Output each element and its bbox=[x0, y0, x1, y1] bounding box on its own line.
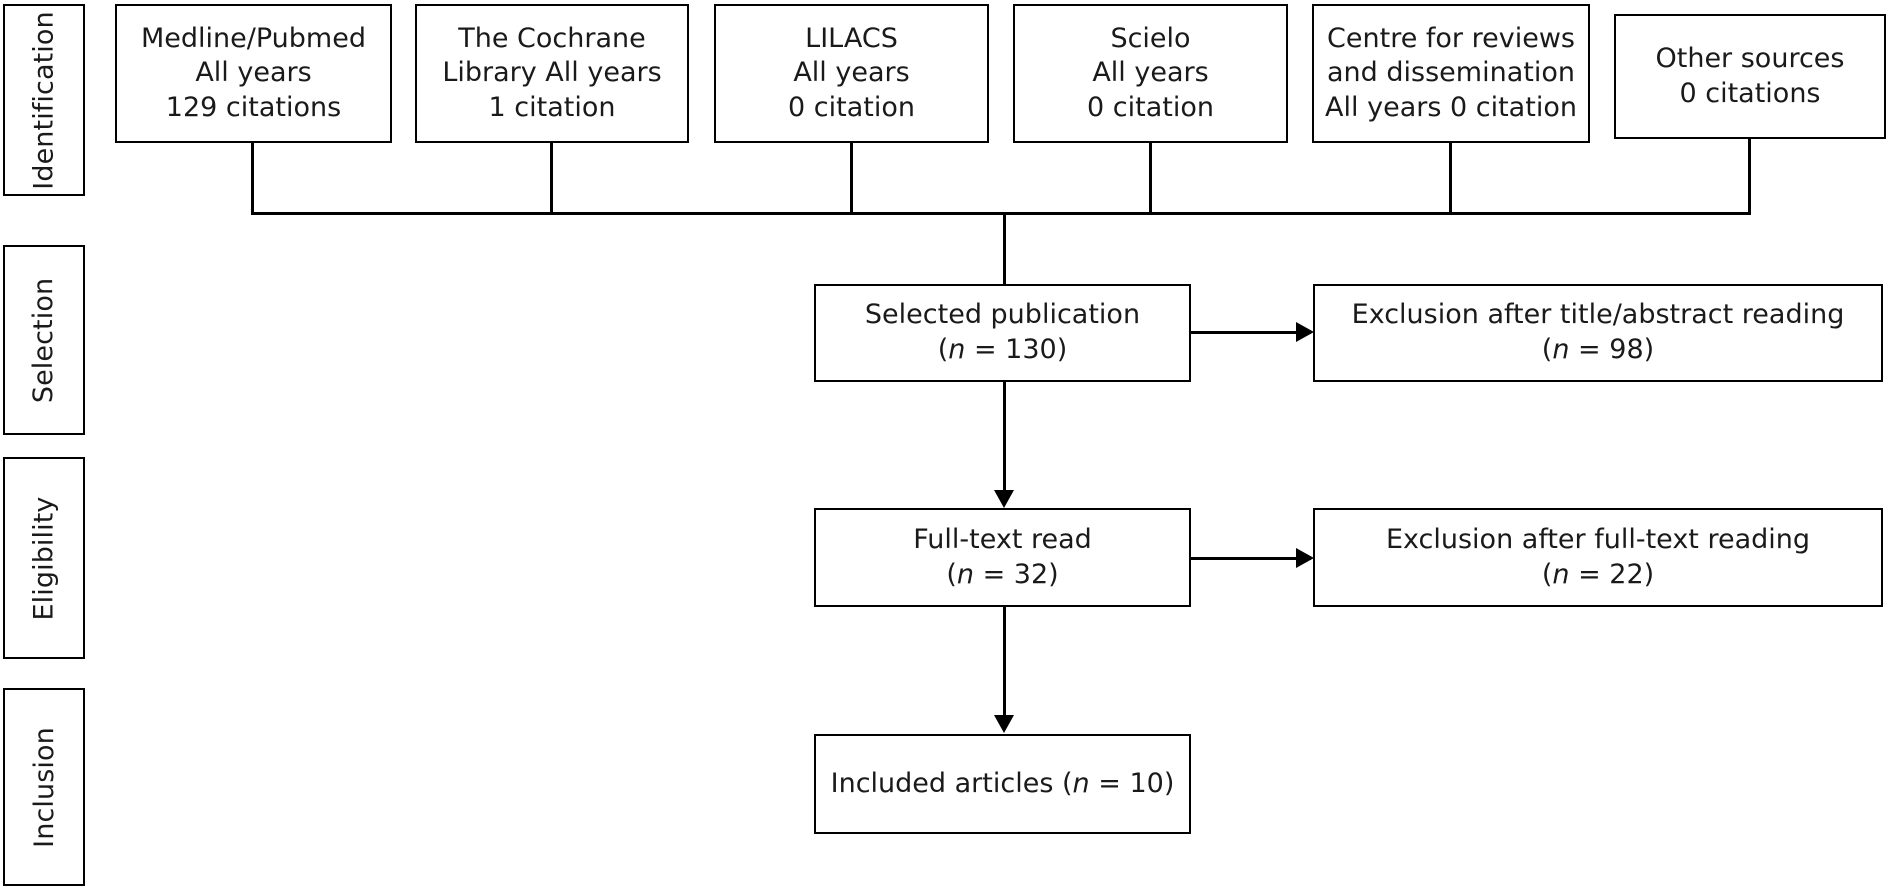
stage-label-eligibility: Eligibility bbox=[28, 495, 60, 621]
node-selected-publication: Selected publication(n = 130) bbox=[814, 284, 1191, 382]
n-symbol: n bbox=[948, 334, 966, 365]
n-symbol: n bbox=[1072, 767, 1090, 799]
connector-drop-cochrane bbox=[550, 143, 553, 214]
connector-selected-to-exclusion-title bbox=[1191, 331, 1311, 334]
connector-bus-identification bbox=[251, 212, 1751, 215]
node-exclusion-title-abstract: Exclusion after title/abstract reading(n… bbox=[1313, 284, 1883, 382]
connector-selected-to-full-text bbox=[1003, 382, 1006, 504]
connector-full-text-to-exclusion-full-text bbox=[1191, 557, 1311, 560]
connector-full-text-to-included bbox=[1003, 607, 1006, 729]
stage-box-identification: Identification bbox=[3, 4, 85, 196]
connector-drop-lilacs bbox=[850, 143, 853, 214]
connector-bus-to-selected-publication bbox=[1003, 212, 1006, 285]
stage-box-inclusion: Inclusion bbox=[3, 688, 85, 886]
node-text-full-text-read: Full-text read(n = 32) bbox=[913, 523, 1092, 590]
arrowhead-included-articles bbox=[994, 715, 1014, 733]
count-selected-publication: (n = 130) bbox=[937, 334, 1068, 365]
arrowhead-exclusion-full-text bbox=[1296, 548, 1314, 568]
node-included-articles: Included articles (n = 10) bbox=[814, 734, 1191, 834]
count-full-text-read: (n = 32) bbox=[946, 558, 1059, 590]
connector-drop-medline bbox=[251, 143, 254, 214]
connector-drop-other-sources bbox=[1748, 139, 1751, 214]
connector-drop-centre-reviews bbox=[1449, 143, 1452, 214]
node-text-selected-publication: Selected publication(n = 130) bbox=[864, 299, 1141, 365]
stage-box-selection: Selection bbox=[3, 245, 85, 435]
arrowhead-exclusion-title bbox=[1296, 322, 1314, 342]
node-exclusion-full-text: Exclusion after full-text reading(n = 22… bbox=[1313, 508, 1883, 607]
stage-label-identification: Identification bbox=[28, 10, 60, 190]
count-included-articles: (n = 10) bbox=[1061, 767, 1175, 799]
node-text-exclusion-title-abstract: Exclusion after title/abstract reading(n… bbox=[1351, 299, 1845, 365]
node-full-text-read: Full-text read(n = 32) bbox=[814, 508, 1191, 607]
node-text-included-articles: Included articles (n = 10) bbox=[830, 767, 1175, 799]
count-exclusion-full-text: (n = 22) bbox=[1541, 558, 1655, 590]
node-text-exclusion-full-text: Exclusion after full-text reading(n = 22… bbox=[1385, 523, 1811, 590]
stage-box-eligibility: Eligibility bbox=[3, 457, 85, 659]
stage-label-selection: Selection bbox=[28, 277, 60, 403]
n-symbol: n bbox=[1552, 558, 1570, 590]
n-symbol: n bbox=[1552, 334, 1570, 365]
n-symbol: n bbox=[956, 558, 974, 590]
connector-drop-scielo bbox=[1149, 143, 1152, 214]
count-exclusion-title-abstract: (n = 98) bbox=[1541, 334, 1655, 365]
stage-label-inclusion: Inclusion bbox=[28, 726, 60, 848]
arrowhead-full-text-read bbox=[994, 490, 1014, 508]
